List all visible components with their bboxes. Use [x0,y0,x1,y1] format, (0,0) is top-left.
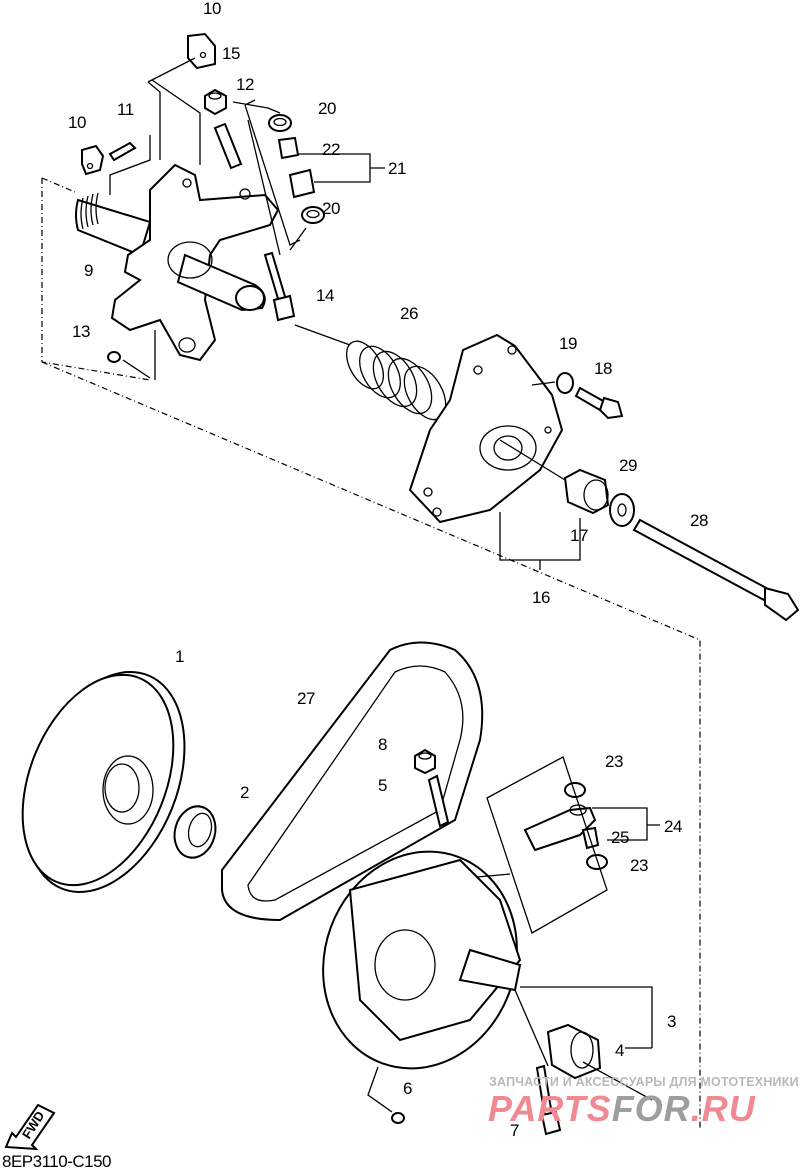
callout-20[interactable]: 20 [322,199,340,218]
callout-7[interactable]: 7 [510,1121,519,1140]
callout-11[interactable]: 11 [117,100,134,119]
callout-28[interactable]: 28 [690,511,708,530]
callout-2[interactable]: 2 [240,783,249,802]
assembly-boundary-line [41,177,701,1130]
callout-12[interactable]: 12 [236,75,254,94]
part-6-cap [391,1112,405,1124]
forward-arrow-icon: FWD [4,1103,56,1151]
watermark-brand-ru: .RU [690,1088,756,1129]
callout-6[interactable]: 6 [403,1079,412,1098]
part-1-sheave [21,671,186,893]
part-23-washer-lower [586,854,608,870]
part-23-washer-upper [564,782,586,798]
part-16-cover-plate [408,333,564,524]
part-10-weight-block-left [81,144,105,176]
part-5-collar [427,774,450,828]
callout-16[interactable]: 16 [532,588,550,607]
callout-21[interactable]: 21 [388,159,406,178]
part-11-pin [108,141,137,162]
part-4-bearing [546,1023,602,1080]
callout-10[interactable]: 10 [203,0,221,18]
watermark-brand-for: FOR [611,1088,691,1129]
callout-23[interactable]: 23 [605,752,623,771]
callout-4[interactable]: 4 [615,1041,624,1060]
callout-5[interactable]: 5 [378,776,387,795]
watermark-tagline: ЗАПЧАСТИ И АКСЕССУАРЫ ДЛЯ МОТОТЕХНИКИ [489,1075,799,1089]
part-9-spider-assembly [75,163,280,362]
callout-26[interactable]: 26 [400,304,418,323]
part-22-bushing [277,136,300,160]
part-12-collar [213,122,243,170]
callout-13[interactable]: 13 [72,322,90,341]
part-3-sliding-sheave [322,850,522,1070]
callout-27[interactable]: 27 [297,689,315,708]
part-28-long-bolt [632,518,800,622]
part-29-washer [609,493,635,527]
part-20-washer-upper [268,114,292,132]
part-7-bolt [535,1064,562,1136]
callout-10[interactable]: 10 [68,113,86,132]
callout-8[interactable]: 8 [378,735,387,754]
part-27-drive-belt [221,641,484,922]
callout-23[interactable]: 23 [630,856,648,875]
diagram-code: 8EP3110-C150 [2,1152,112,1171]
part-26-spring [345,340,447,421]
callout-22[interactable]: 22 [322,140,340,159]
part-10-weight-block-top [187,32,216,70]
callout-18[interactable]: 18 [594,359,612,378]
part-15-nut [204,88,227,116]
part-19-washer [556,372,574,394]
part-17-bushing [563,468,610,515]
watermark-brand-logo: PARTSFOR.RU [488,1088,756,1130]
callout-24[interactable]: 24 [664,817,682,836]
callout-25[interactable]: 25 [611,828,629,847]
part-8-nut [414,748,436,775]
part-21-roller [288,168,316,199]
part-25-bushing [581,826,600,850]
callout-3[interactable]: 3 [667,1012,676,1031]
part-20-washer-lower [301,206,325,224]
part-14-bolt [263,251,296,322]
part-24-arm [523,804,597,852]
watermark-brand-parts: PARTS [488,1088,612,1129]
callout-1[interactable]: 1 [175,647,184,666]
callout-14[interactable]: 14 [316,286,334,305]
part-2-split-collar [173,805,217,859]
callout-9[interactable]: 9 [84,261,93,280]
callout-20[interactable]: 20 [318,99,336,118]
part-13-cap [107,351,121,363]
part-18-bolt [574,386,624,420]
callout-17[interactable]: 17 [570,526,588,545]
callout-19[interactable]: 19 [559,334,577,353]
callout-15[interactable]: 15 [222,44,240,63]
callout-29[interactable]: 29 [619,456,637,475]
